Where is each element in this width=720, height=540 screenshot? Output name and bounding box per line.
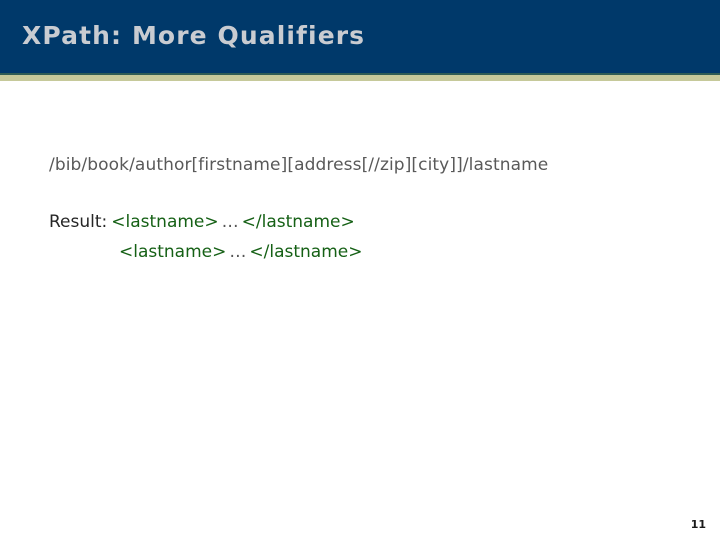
result-line-first: Result:<lastname>…</lastname>	[49, 212, 355, 232]
result-label: Result:	[49, 212, 108, 232]
accent-rule-dark	[0, 73, 720, 75]
result-close-tag-1: </lastname>	[241, 212, 355, 232]
result-ellipsis-1: …	[221, 212, 239, 232]
xpath-expression: /bib/book/author[firstname][address[//zi…	[49, 155, 549, 175]
page-title: XPath: More Qualifiers	[22, 21, 366, 50]
page-number: 11	[690, 518, 706, 531]
result-line-second: <lastname>…</lastname>	[119, 242, 362, 262]
title-band	[0, 0, 720, 73]
result-ellipsis-2: …	[229, 242, 247, 262]
result-open-tag-1: <lastname>	[111, 212, 219, 232]
result-close-tag-2: </lastname>	[249, 242, 363, 262]
result-open-tag-2: <lastname>	[119, 242, 227, 262]
slide-body: /bib/book/author[firstname][address[//zi…	[0, 81, 720, 540]
accent-rule-khaki	[0, 75, 720, 81]
